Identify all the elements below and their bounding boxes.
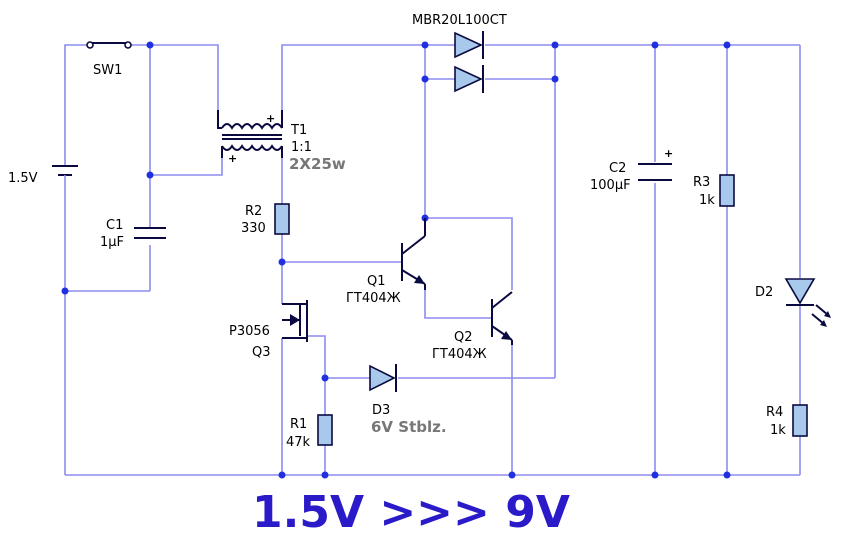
t1-plus-top: + bbox=[266, 112, 275, 125]
r2-ref-label: R2 bbox=[245, 204, 262, 219]
led-d2 bbox=[784, 278, 831, 327]
t1-note-label: 2X25w bbox=[289, 155, 346, 173]
dual-diode-mbr20l100ct bbox=[454, 31, 484, 93]
r4-ref-label: R4 bbox=[766, 405, 783, 420]
wires bbox=[64, 44, 801, 476]
r4-value-label: 1k bbox=[770, 423, 786, 438]
capacitor-c2 bbox=[638, 163, 672, 181]
t1-ratio-label: 1:1 bbox=[291, 140, 312, 155]
r2-value-label: 330 bbox=[241, 221, 266, 236]
c2-value-label: 100μF bbox=[590, 178, 631, 193]
diode-d3 bbox=[369, 364, 397, 392]
q1-part-label: ГТ404Ж bbox=[346, 291, 401, 306]
q3-part-label: P3056 bbox=[229, 324, 270, 339]
transistor-q1 bbox=[401, 218, 426, 290]
r1-value-label: 47k bbox=[286, 435, 311, 450]
c2-plus: + bbox=[664, 147, 673, 160]
resistor-r1 bbox=[317, 414, 333, 446]
d3-ref-label: D3 bbox=[372, 403, 390, 418]
resistor-r4 bbox=[792, 404, 808, 437]
c1-ref-label: C1 bbox=[106, 218, 123, 233]
battery-symbol bbox=[52, 165, 78, 188]
t1-plus-bottom: + bbox=[228, 152, 237, 165]
q1-ref-label: Q1 bbox=[367, 274, 386, 289]
d2-ref-label: D2 bbox=[755, 285, 773, 300]
resistor-r3 bbox=[719, 174, 735, 207]
r3-value-label: 1k bbox=[699, 193, 715, 208]
transistor-q2 bbox=[491, 291, 513, 345]
c1-value-label: 1μF bbox=[100, 235, 124, 250]
transformer-t1 bbox=[217, 110, 283, 158]
junction-dots bbox=[61, 41, 731, 479]
resistor-r2 bbox=[274, 203, 290, 235]
mbr20l100ct-label: MBR20L100CT bbox=[412, 13, 507, 28]
q2-part-label: ГТ404Ж bbox=[432, 347, 487, 362]
r1-ref-label: R1 bbox=[290, 417, 307, 432]
q3-ref-label: Q3 bbox=[252, 345, 271, 360]
sw1-label: SW1 bbox=[93, 63, 122, 78]
battery-value-label: 1.5V bbox=[8, 171, 38, 186]
r3-ref-label: R3 bbox=[693, 175, 710, 190]
t1-ref-label: T1 bbox=[290, 123, 307, 138]
voltage-banner: 1.5V >>> 9V bbox=[252, 487, 570, 538]
q2-ref-label: Q2 bbox=[454, 330, 473, 345]
c2-ref-label: C2 bbox=[609, 161, 626, 176]
mosfet-q3 bbox=[282, 300, 308, 342]
capacitor-c1 bbox=[134, 227, 166, 239]
sw1-switch bbox=[86, 41, 132, 49]
d3-note-label: 6V Stblz. bbox=[371, 418, 447, 436]
